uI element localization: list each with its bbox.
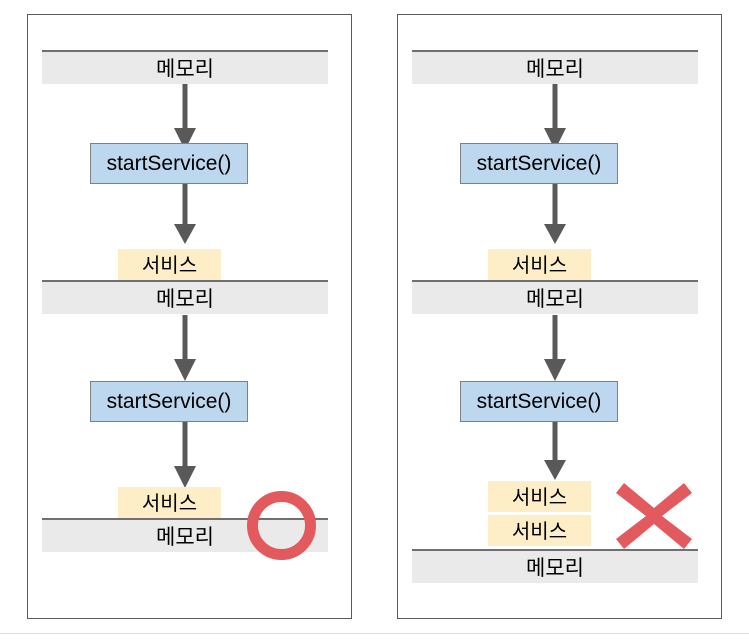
panel-correct-case: 메모리 startService() 서비스 메모리: [27, 14, 352, 619]
service-box-3: 서비스: [488, 515, 591, 546]
service-box-2: 서비스: [488, 481, 591, 512]
memory-bar-middle: 메모리: [412, 280, 698, 314]
memory-bar-label: 메모리: [526, 57, 584, 81]
memory-bar-label: 메모리: [526, 556, 584, 580]
arrow-down-icon: [171, 422, 199, 490]
memory-bar-top: 메모리: [42, 50, 328, 84]
start-service-box-1[interactable]: startService(): [90, 143, 248, 184]
service-label: 서비스: [141, 254, 198, 277]
arrow-down-icon: [541, 315, 569, 383]
memory-bar-label: 메모리: [156, 287, 214, 311]
arrow-down-icon: [541, 84, 569, 152]
memory-bar-middle: 메모리: [42, 280, 328, 314]
start-service-label: startService(): [106, 152, 232, 175]
service-box-2: 서비스: [118, 487, 221, 518]
arrow-down-icon: [541, 422, 569, 482]
service-box-1: 서비스: [118, 249, 221, 280]
start-service-label: startService(): [476, 390, 602, 413]
arrow-down-icon: [171, 315, 199, 383]
service-label: 서비스: [511, 486, 568, 509]
memory-bar-top: 메모리: [412, 50, 698, 84]
circle-mark-icon: [247, 491, 316, 560]
arrow-down-icon: [541, 184, 569, 246]
start-service-label: startService(): [476, 152, 602, 175]
arrow-down-icon: [171, 184, 199, 246]
memory-bar-label: 메모리: [526, 287, 584, 311]
start-service-box-2[interactable]: startService(): [90, 381, 248, 422]
memory-bar-label: 메모리: [156, 525, 214, 549]
service-label: 서비스: [511, 254, 568, 277]
memory-bar-bottom: 메모리: [412, 549, 698, 583]
start-service-box-2[interactable]: startService(): [460, 381, 618, 422]
service-box-1: 서비스: [488, 249, 591, 280]
cross-mark-icon: [614, 481, 694, 551]
memory-bar-label: 메모리: [156, 57, 214, 81]
arrow-down-icon: [171, 84, 199, 152]
service-label: 서비스: [141, 492, 198, 515]
start-service-label: startService(): [106, 390, 232, 413]
start-service-box-1[interactable]: startService(): [460, 143, 618, 184]
bottom-divider: [0, 633, 749, 634]
panel-incorrect-case: 메모리 startService() 서비스 메모리: [397, 14, 722, 619]
service-label: 서비스: [511, 520, 568, 543]
